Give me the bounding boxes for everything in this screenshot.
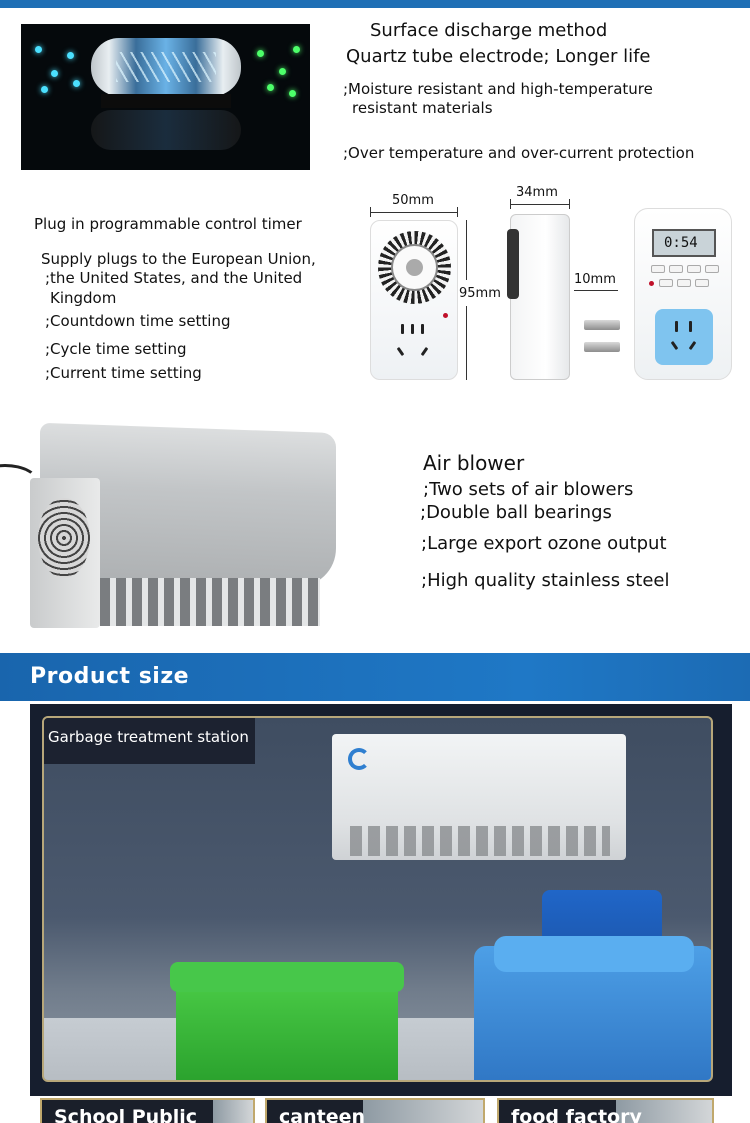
mechanical-timer-image: [370, 220, 458, 380]
product-size-banner: Product size: [0, 653, 750, 701]
discharge-spark-shape: [116, 52, 216, 82]
socket-slot: [689, 321, 692, 332]
bin-lid-shape: [170, 962, 404, 992]
socket-slot: [401, 324, 404, 334]
timer-button-shape: [705, 265, 719, 273]
digital-timer-image: 0:54: [634, 208, 732, 380]
timer-side-view-image: [507, 214, 570, 380]
blower-item-stainless-steel: ;High quality stainless steel: [421, 570, 670, 591]
ion-dot: [257, 50, 264, 57]
timer-button-shape: [669, 265, 683, 273]
dimension-height-line: [466, 220, 467, 280]
dimension-tick: [370, 207, 371, 217]
blower-title: Air blower: [423, 451, 525, 475]
ion-dot: [293, 46, 300, 53]
electrode-base-shape: [101, 94, 231, 108]
scene-tile-label: food factory: [511, 1106, 642, 1123]
electrode-feature-1-line-2: resistant materials: [352, 99, 493, 117]
socket-slot: [670, 340, 679, 351]
ion-dot: [67, 52, 74, 59]
indicator-dot: [443, 313, 448, 318]
unit-vent-shape: [350, 826, 610, 856]
product-size-title: Product size: [30, 664, 190, 689]
dimension-prong-label: 10mm: [574, 272, 616, 287]
timer-button-shape: [695, 279, 709, 287]
scene-tile-label: School Public: [54, 1106, 198, 1123]
scene-tile-photo: [363, 1100, 483, 1123]
timer-supply-line-3: Kingdom: [50, 289, 117, 307]
ion-dot: [73, 80, 80, 87]
timer-item-current: ;Current time setting: [45, 364, 202, 382]
ion-dot: [41, 86, 48, 93]
timer-supply-line-1: Supply plugs to the European Union,: [41, 250, 316, 268]
indicator-dot: [649, 281, 654, 286]
scene-tile-food-factory: food factory: [497, 1098, 714, 1123]
dimension-tick: [569, 199, 570, 209]
socket-slot: [675, 321, 678, 332]
timer-title: Plug in programmable control timer: [34, 215, 302, 233]
ion-dot: [289, 90, 296, 97]
tube-reflection-shape: [91, 110, 241, 150]
wall-mounted-unit-shape: [332, 734, 626, 860]
scene-tile-photo: [616, 1100, 712, 1123]
blue-bin-shape: [474, 936, 711, 1080]
plug-prong-shape: [584, 342, 620, 352]
socket-slot: [421, 324, 424, 334]
scene-tile-label: canteen: [279, 1106, 365, 1123]
electrode-feature-1-line-1: ;Moisture resistant and high-temperature: [343, 80, 653, 98]
ion-dot: [267, 84, 274, 91]
top-accent-bar: [0, 0, 750, 8]
dimension-tick: [457, 207, 458, 217]
application-scene-frame: Garbage treatment station: [30, 704, 732, 1096]
timer-button-shape: [687, 265, 701, 273]
dimension-depth-line: [510, 204, 570, 205]
socket-slot: [396, 346, 405, 357]
power-cable-shape: [0, 464, 40, 504]
timer-button-shape: [659, 279, 673, 287]
electrode-subtitle: Quartz tube electrode; Longer life: [346, 46, 651, 67]
fan-grille-icon: [38, 498, 90, 578]
garbage-station-photo: Garbage treatment station: [42, 716, 713, 1082]
timer-item-cycle: ;Cycle time setting: [45, 340, 187, 358]
brand-logo-icon: [348, 748, 370, 770]
timer-supply-line-2: ;the United States, and the United: [45, 269, 303, 287]
dimension-height-label: 95mm: [459, 286, 501, 301]
ion-dot: [279, 68, 286, 75]
timer-button-shape: [651, 265, 665, 273]
dimension-height-line: [466, 306, 467, 380]
timer-outlet-shape: [655, 309, 713, 365]
machine-vents-shape: [100, 578, 320, 626]
blower-item-bearings: ;Double ball bearings: [420, 502, 612, 523]
scene-label: Garbage treatment station: [44, 718, 255, 764]
electrode-title: Surface discharge method: [370, 20, 608, 41]
timer-dial-core-shape: [406, 259, 423, 276]
scene-tile-canteen: canteen: [265, 1098, 485, 1123]
ion-dot: [51, 70, 58, 77]
dimension-depth-label: 34mm: [516, 185, 558, 200]
timer-item-countdown: ;Countdown time setting: [45, 312, 231, 330]
timer-lcd-display: 0:54: [652, 229, 716, 257]
scene-tile-school: School Public: [40, 1098, 255, 1123]
socket-slot: [688, 340, 697, 351]
scene-tile-photo: [213, 1100, 253, 1123]
ozone-generator-image: [30, 422, 336, 630]
electrode-feature-2: ;Over temperature and over-current prote…: [343, 144, 695, 162]
dimension-width-label: 50mm: [392, 193, 434, 208]
timer-side-knob-shape: [507, 229, 519, 299]
green-bin-shape: [170, 962, 404, 1080]
ion-dot: [35, 46, 42, 53]
bin-lid-shape: [494, 936, 694, 972]
socket-slot: [420, 346, 429, 357]
blower-item-two-sets: ;Two sets of air blowers: [423, 479, 634, 500]
dimension-prong-line: [574, 290, 618, 291]
blower-item-ozone-output: ;Large export ozone output: [421, 533, 667, 554]
plug-prong-shape: [584, 320, 620, 330]
socket-slot: [411, 324, 414, 334]
quartz-electrode-image: [21, 24, 310, 170]
dimension-width-line: [370, 212, 458, 213]
dimension-tick: [510, 199, 511, 209]
timer-dial-inner-shape: [391, 244, 438, 291]
timer-button-shape: [677, 279, 691, 287]
